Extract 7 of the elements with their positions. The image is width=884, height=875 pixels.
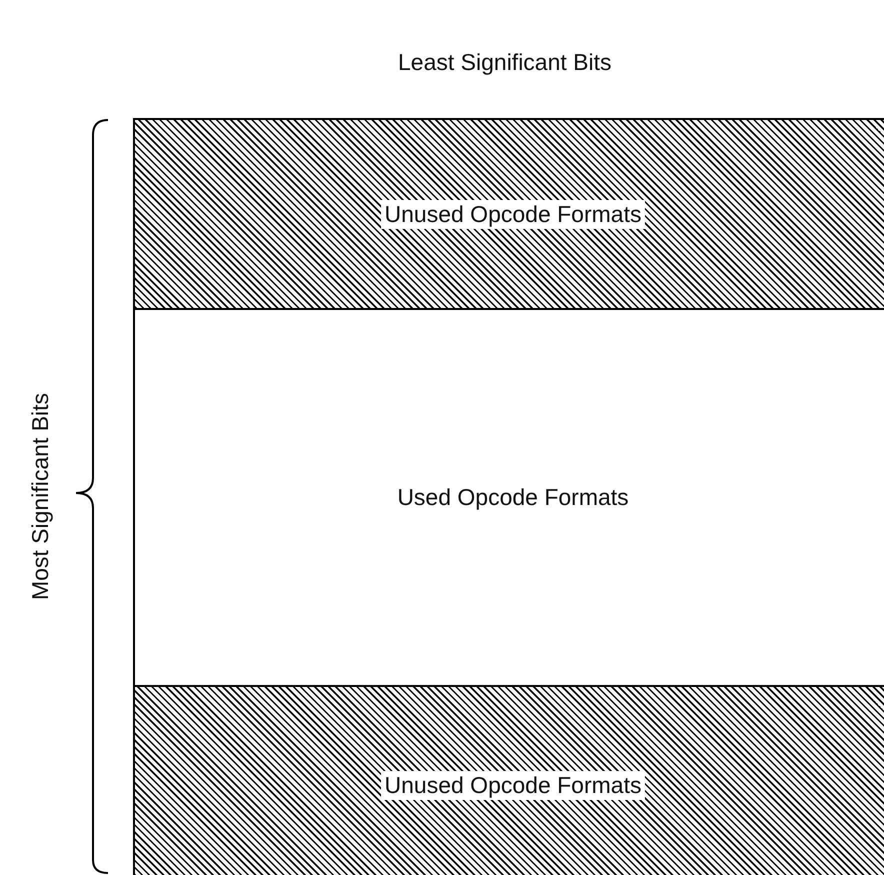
band-label: Used Opcode Formats — [396, 483, 630, 512]
axis-label: Most Significant Bits — [26, 392, 54, 600]
band-label: Unused Opcode Formats — [380, 200, 646, 228]
hatched-band — [133, 685, 884, 875]
axis-label: Least Significant Bits — [398, 48, 612, 76]
band-label: Unused Opcode Formats — [380, 770, 646, 800]
hatched-band — [133, 118, 884, 310]
